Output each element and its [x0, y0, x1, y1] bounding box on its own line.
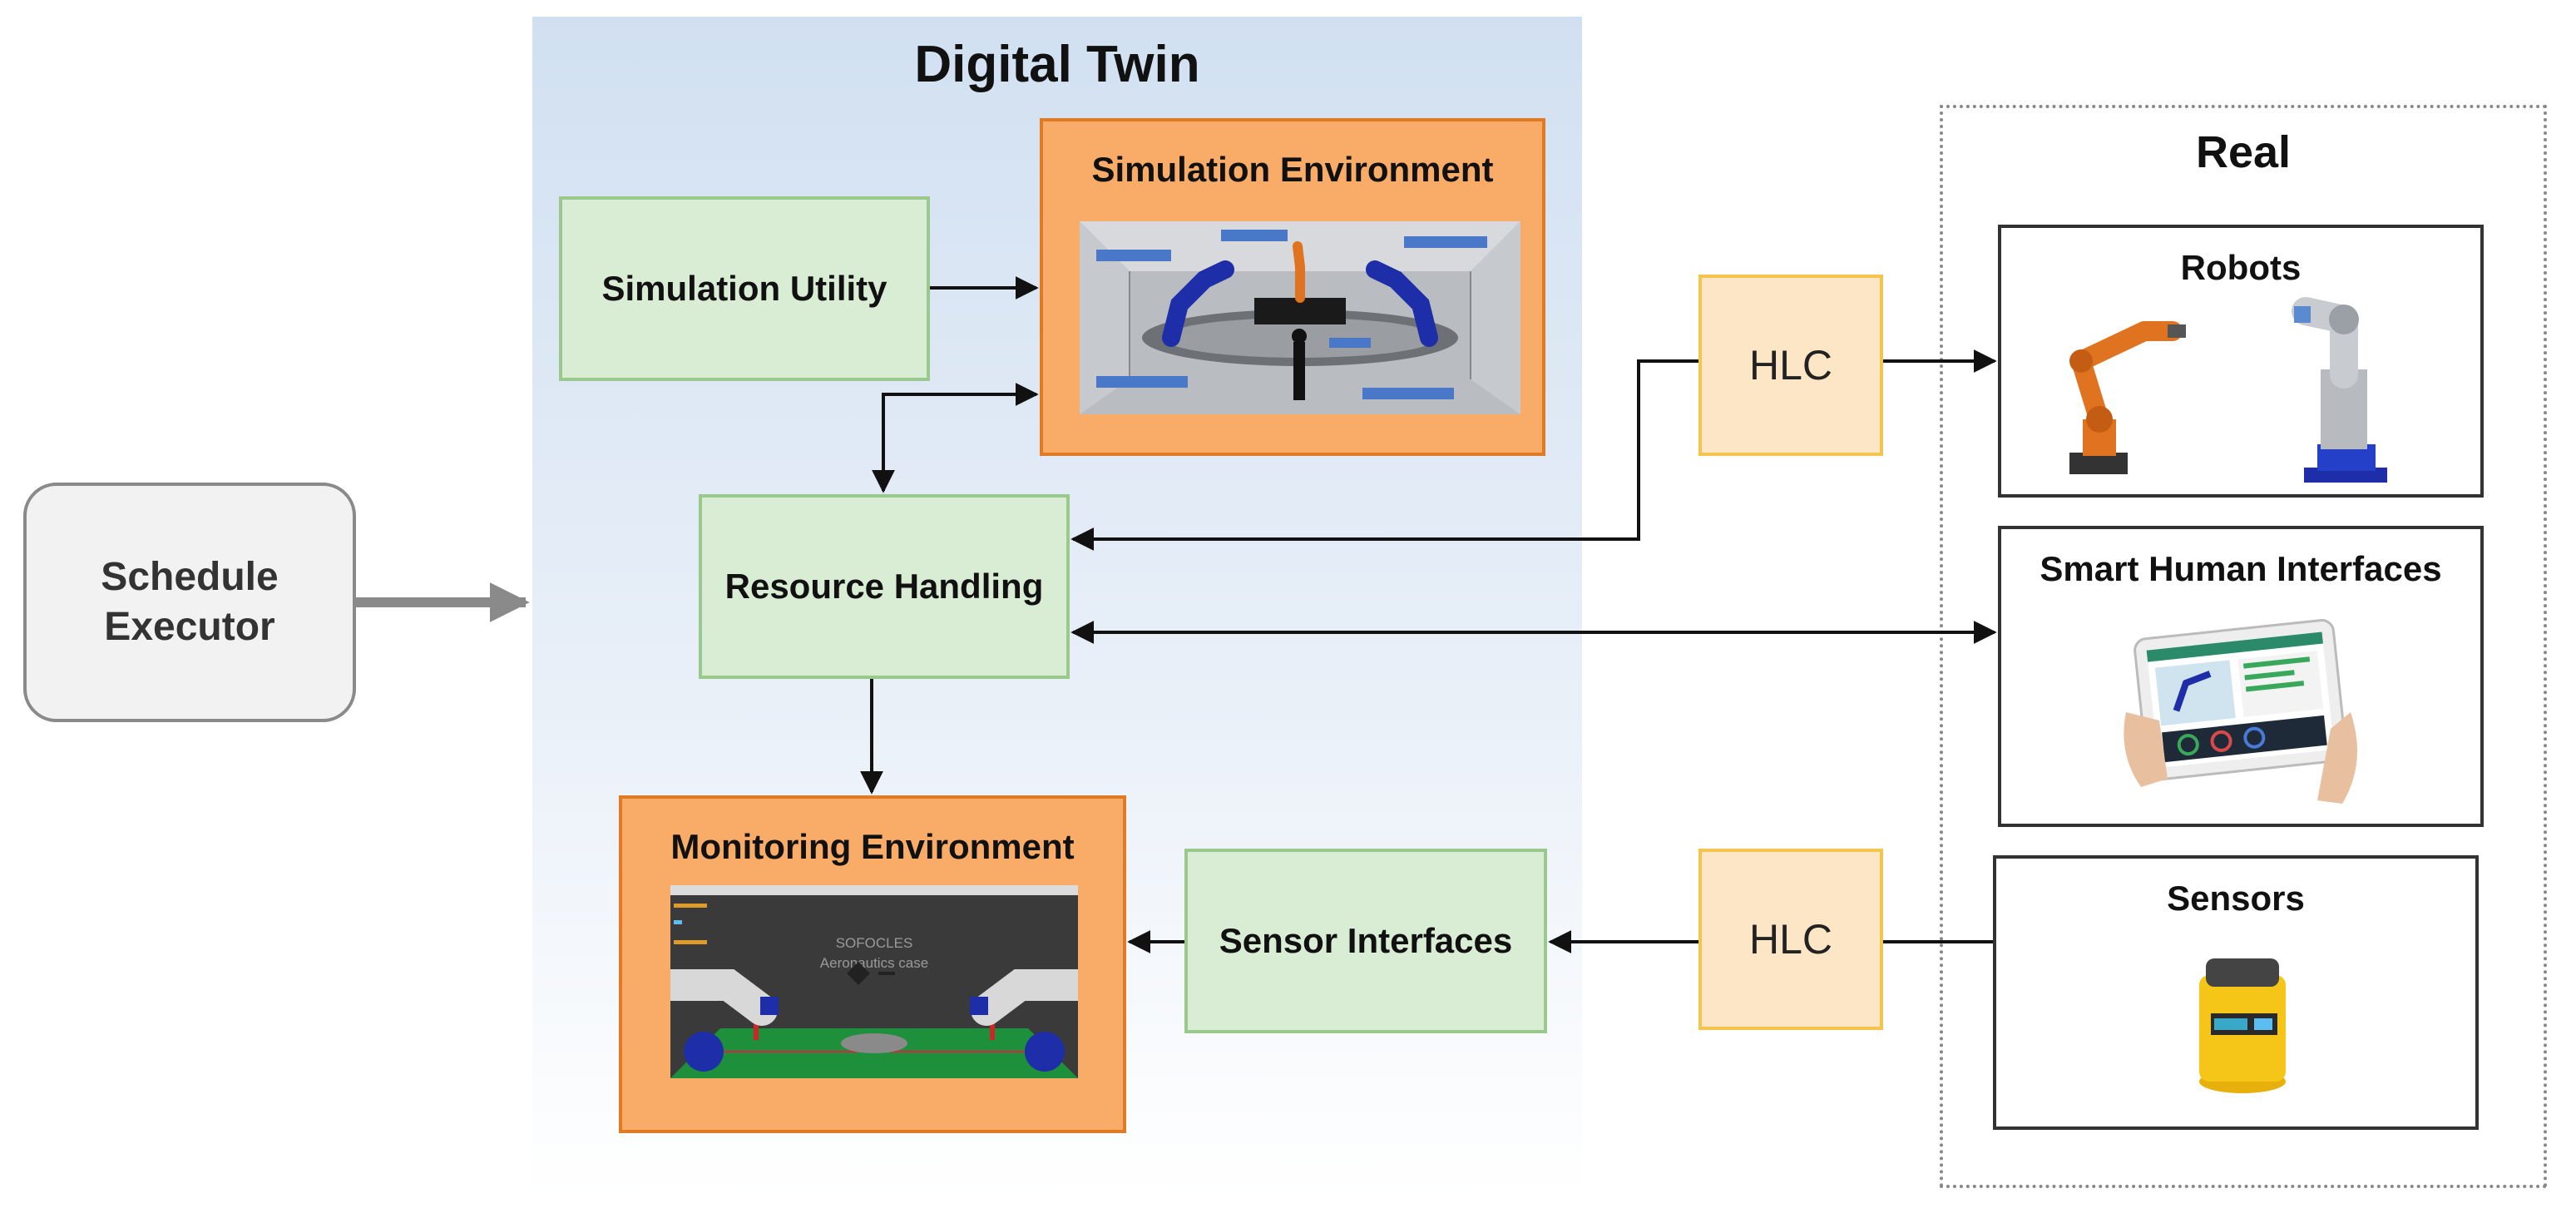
sensors-box: Sensors	[1993, 855, 2479, 1130]
monitoring-screen-subtitle: Aeronautics case	[819, 955, 929, 971]
schedule-executor-label-1: Schedule	[101, 555, 279, 599]
robots-title: Robots	[2180, 248, 2302, 287]
smart-human-interfaces-box: Smart Human Interfaces	[1998, 526, 2484, 827]
sensor-interfaces-box: Sensor Interfaces	[1184, 849, 1547, 1033]
real-title: Real	[2195, 127, 2292, 177]
digital-twin-title: Digital Twin	[914, 36, 1200, 93]
schedule-executor-label-2: Executor	[104, 605, 275, 649]
arrow-hlc-to-resource	[1070, 359, 1698, 551]
sensor-device-image	[2199, 958, 2286, 1093]
sensor-interfaces-label: Sensor Interfaces	[1219, 921, 1513, 960]
monitoring-screen: SOFOCLES Aeronautics case	[670, 885, 1078, 1078]
arrow-resource-simulation	[872, 383, 1039, 493]
hlc-bottom-box: HLC	[1698, 849, 1883, 1030]
smart-human-interfaces-title: Smart Human Interfaces	[2040, 549, 2442, 588]
hlc-top-box: HLC	[1698, 275, 1883, 456]
tablet-image	[2124, 619, 2357, 804]
robots-box: Robots	[1998, 225, 2484, 498]
simulation-environment-title: Simulation Environment	[1091, 150, 1494, 189]
sensors-title: Sensors	[2167, 879, 2305, 918]
real-region	[1940, 105, 2547, 1188]
monitoring-environment-box: Monitoring Environment SOFOCLES Aeronaut…	[619, 795, 1126, 1133]
resource-handling-label: Resource Handling	[724, 567, 1044, 606]
hlc-bottom-label: HLC	[1748, 916, 1833, 963]
schedule-executor-box: Schedule Executor	[23, 483, 356, 722]
simulation-utility-label: Simulation Utility	[601, 269, 888, 308]
robots-image	[2069, 297, 2387, 483]
resource-handling-box: Resource Handling	[699, 494, 1070, 679]
monitoring-environment-title: Monitoring Environment	[670, 827, 1075, 866]
monitoring-screen-title: SOFOCLES	[835, 935, 913, 951]
simulation-scene-image	[1080, 221, 1520, 414]
simulation-utility-box: Simulation Utility	[559, 196, 930, 381]
simulation-environment-box: Simulation Environment	[1040, 118, 1545, 456]
hlc-top-label: HLC	[1748, 342, 1833, 389]
monitoring-scene-image	[670, 904, 1078, 1078]
